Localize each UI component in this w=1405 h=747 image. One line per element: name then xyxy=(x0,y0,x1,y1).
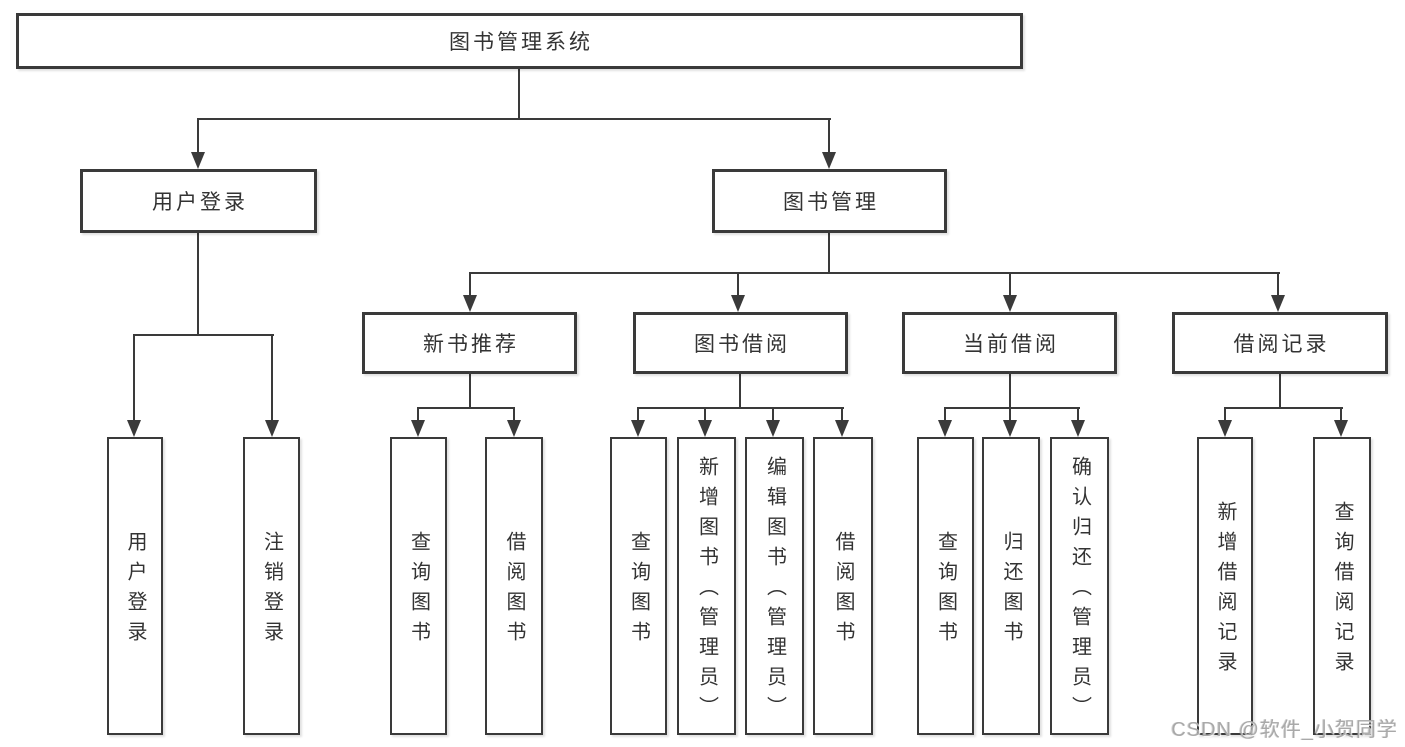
leaf-label: 借阅图书 xyxy=(503,531,525,651)
connector-line xyxy=(133,334,135,422)
leaf-label: 查询图书 xyxy=(934,531,957,651)
leaf-label: 查询图书 xyxy=(627,531,650,651)
connector-line xyxy=(197,118,199,156)
csdn-watermark: CSDN @软件_小贺同学 xyxy=(1171,719,1398,741)
arrow-down-icon xyxy=(127,420,141,437)
arrow-down-icon xyxy=(1071,420,1085,437)
connector-line xyxy=(737,272,739,298)
leaf-logout: 注销登录 xyxy=(243,437,300,735)
connector-line xyxy=(271,334,273,422)
leaf-query-books-current: 查询图书 xyxy=(917,437,974,735)
node-book-borrowing: 图书借阅 xyxy=(633,312,848,374)
connector-line xyxy=(513,407,515,422)
connector-line xyxy=(772,407,774,422)
arrow-down-icon xyxy=(265,420,279,437)
arrow-down-icon xyxy=(631,420,645,437)
arrow-down-icon xyxy=(1218,420,1232,437)
connector-line xyxy=(944,407,1080,409)
node-book-management: 图书管理 xyxy=(712,169,947,233)
node-label: 当前借阅 xyxy=(963,333,1059,356)
arrow-down-icon xyxy=(1334,420,1348,437)
arrow-down-icon xyxy=(411,420,425,437)
arrow-down-icon xyxy=(1271,295,1285,312)
leaf-confirm-return-admin: 确认归还（管理员） xyxy=(1050,437,1109,735)
arrow-down-icon xyxy=(938,420,952,437)
node-user-login: 用户登录 xyxy=(80,169,317,233)
connector-line xyxy=(637,407,639,422)
leaf-label: 新增图书（管理员） xyxy=(695,456,718,726)
arrow-down-icon xyxy=(463,295,477,312)
arrow-down-icon xyxy=(698,420,712,437)
node-new-book-recommendation: 新书推荐 xyxy=(362,312,577,374)
leaf-label: 查询图书 xyxy=(407,531,430,651)
leaf-borrow-books-recommend: 借阅图书 xyxy=(485,437,543,735)
connector-line xyxy=(944,407,946,422)
connector-line xyxy=(1009,272,1011,298)
leaf-label: 用户登录 xyxy=(124,531,146,651)
leaf-label: 新增借阅记录 xyxy=(1214,501,1236,681)
connector-line xyxy=(197,233,199,335)
leaf-query-borrow-record: 查询借阅记录 xyxy=(1313,437,1371,735)
connector-line xyxy=(739,374,741,409)
node-label: 图书管理系统 xyxy=(449,31,593,54)
connector-line xyxy=(1077,407,1079,422)
connector-line xyxy=(518,69,520,119)
arrow-down-icon xyxy=(835,420,849,437)
arrow-down-icon xyxy=(822,152,836,169)
node-library-management-system: 图书管理系统 xyxy=(16,13,1023,69)
node-label: 用户登录 xyxy=(152,191,248,214)
node-label: 新书推荐 xyxy=(423,333,519,356)
connector-line xyxy=(133,334,274,336)
connector-line xyxy=(198,118,831,120)
leaf-label: 查询借阅记录 xyxy=(1331,501,1353,681)
connector-line xyxy=(1277,272,1279,298)
leaf-query-books-recommend: 查询图书 xyxy=(390,437,447,735)
connector-line xyxy=(469,374,471,409)
connector-line xyxy=(1279,374,1281,409)
connector-line xyxy=(637,407,844,409)
leaf-return-books: 归还图书 xyxy=(982,437,1040,735)
leaf-add-book-admin: 新增图书（管理员） xyxy=(677,437,736,735)
connector-line xyxy=(828,233,830,274)
connector-line xyxy=(704,407,706,422)
arrow-down-icon xyxy=(1003,420,1017,437)
connector-line xyxy=(1224,407,1343,409)
leaf-label: 注销登录 xyxy=(260,531,283,651)
leaf-label: 确认归还（管理员） xyxy=(1068,456,1091,726)
node-label: 图书管理 xyxy=(783,191,879,214)
leaf-label: 借阅图书 xyxy=(832,531,854,651)
leaf-add-borrow-record: 新增借阅记录 xyxy=(1197,437,1253,735)
node-label: 图书借阅 xyxy=(694,333,790,356)
leaf-label: 编辑图书（管理员） xyxy=(763,456,786,726)
connector-line xyxy=(469,272,471,298)
connector-line xyxy=(417,407,515,409)
node-borrowing-records: 借阅记录 xyxy=(1172,312,1388,374)
connector-line xyxy=(828,118,830,156)
arrow-down-icon xyxy=(191,152,205,169)
connector-line xyxy=(1009,407,1011,422)
connector-line xyxy=(1224,407,1226,422)
leaf-label: 归还图书 xyxy=(1000,531,1022,651)
arrow-down-icon xyxy=(766,420,780,437)
leaf-edit-book-admin: 编辑图书（管理员） xyxy=(745,437,804,735)
arrow-down-icon xyxy=(731,295,745,312)
leaf-query-books-borrowing: 查询图书 xyxy=(610,437,667,735)
connector-line xyxy=(1340,407,1342,422)
arrow-down-icon xyxy=(1003,295,1017,312)
arrow-down-icon xyxy=(507,420,521,437)
connector-line xyxy=(469,272,1280,274)
node-current-borrowing: 当前借阅 xyxy=(902,312,1117,374)
connector-line xyxy=(417,407,419,422)
node-label: 借阅记录 xyxy=(1233,333,1330,356)
leaf-user-login: 用户登录 xyxy=(107,437,163,735)
connector-line xyxy=(841,407,843,422)
connector-line xyxy=(1009,374,1011,409)
leaf-borrow-books-borrowing: 借阅图书 xyxy=(813,437,873,735)
